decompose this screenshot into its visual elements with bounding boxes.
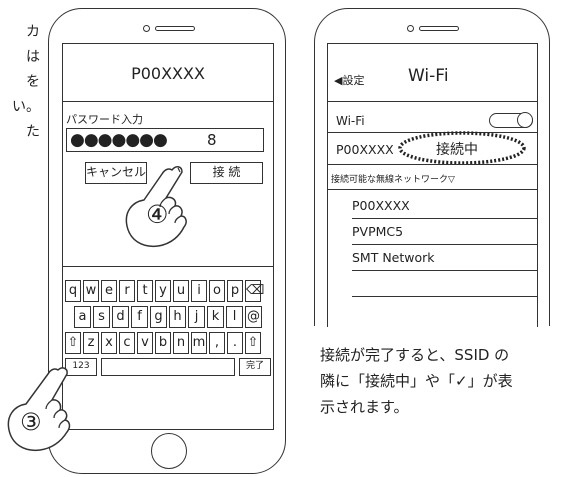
- available-networks-header: 接続可能な無線ネットワーク▽: [331, 175, 455, 185]
- keyboard-key[interactable]: q: [65, 280, 81, 302]
- speaker-bar: [419, 26, 459, 31]
- keyboard-key[interactable]: s: [93, 306, 110, 328]
- instruction-fragment: い。: [12, 99, 40, 115]
- connected-network-ssid: P00XXXX: [336, 142, 394, 157]
- connect-button[interactable]: 接 続: [190, 162, 263, 184]
- connected-status: 接続中: [436, 142, 478, 158]
- keyboard-key[interactable]: m: [191, 332, 207, 354]
- keyboard-key[interactable]: f: [131, 306, 148, 328]
- keyboard-key[interactable]: t: [137, 280, 153, 302]
- password-field[interactable]: ●●●●●●● 8: [66, 128, 264, 152]
- caption: 接続が完了すると、SSID の 隣に「接続中」や「✓」が表 示されます。: [320, 342, 565, 420]
- keyboard-key[interactable]: h: [169, 306, 186, 328]
- keyboard-key[interactable]: ⇧: [245, 332, 261, 354]
- caption-line: 接続が完了すると、SSID の: [320, 346, 510, 364]
- space-key[interactable]: [101, 358, 235, 376]
- password-mask: ●●●●●●●: [70, 130, 168, 150]
- keyboard-divider: [63, 266, 273, 267]
- cancel-button[interactable]: キャンセル: [85, 162, 147, 184]
- header-divider: [328, 101, 537, 102]
- caption-line: 隣に「接続中」や「✓」が表: [320, 372, 513, 390]
- instruction-fragment: カ: [26, 24, 40, 40]
- keyboard-key[interactable]: d: [112, 306, 129, 328]
- instruction-fragment: た: [26, 124, 40, 140]
- keyboard-key[interactable]: k: [207, 306, 224, 328]
- keyboard-key[interactable]: ⇧: [65, 332, 81, 354]
- keyboard-key[interactable]: v: [137, 332, 153, 354]
- tap-hand-step3: [7, 367, 71, 452]
- right-screen: ◀設定 Wi-Fi Wi-Fi P00XXXX 接続中 接続可能な無線ネットワー…: [327, 43, 538, 327]
- speaker: [407, 24, 467, 34]
- keyboard-key[interactable]: a: [74, 306, 91, 328]
- keyboard-key[interactable]: e: [101, 280, 117, 302]
- network-divider: [352, 296, 537, 297]
- network-item-pvpmc5[interactable]: PVPMC5: [352, 224, 404, 239]
- caption-line: 示されます。: [320, 398, 409, 416]
- wifi-label: Wi-Fi: [336, 114, 365, 128]
- wifi-page-title: Wi-Fi: [408, 66, 449, 86]
- keyboard-key[interactable]: u: [173, 280, 189, 302]
- home-button[interactable]: [151, 433, 187, 469]
- step-4-number: ④: [146, 200, 169, 229]
- keyboard-key[interactable]: x: [101, 332, 117, 354]
- instruction-fragment: は: [26, 49, 40, 65]
- keyboard-key[interactable]: z: [83, 332, 99, 354]
- network-item-p00xxxx[interactable]: P00XXXX: [352, 198, 410, 213]
- keyboard-key[interactable]: i: [191, 280, 207, 302]
- password-label: パスワード入力: [66, 113, 143, 126]
- keyboard-key[interactable]: n: [173, 332, 189, 354]
- network-divider: [352, 270, 537, 271]
- instruction-text: カ は を い。 た: [0, 20, 40, 145]
- right-phone: ◀設定 Wi-Fi Wi-Fi P00XXXX 接続中 接続可能な無線ネットワー…: [314, 8, 550, 327]
- keyboard-key[interactable]: ,: [209, 332, 225, 354]
- network-item-smt-network[interactable]: SMT Network: [352, 250, 435, 265]
- wifi-toggle-knob: [517, 112, 533, 128]
- keyboard-key[interactable]: y: [155, 280, 171, 302]
- camera-dot: [407, 25, 414, 32]
- network-divider: [352, 218, 537, 219]
- keyboard-key[interactable]: w: [83, 280, 99, 302]
- instruction-fragment: を: [26, 74, 40, 90]
- password-last-char: 8: [207, 131, 217, 149]
- tap-hand-step4: [125, 166, 187, 248]
- step-3-number: ③: [20, 408, 42, 436]
- speaker-bar: [155, 26, 195, 31]
- numbers-key[interactable]: 123: [65, 358, 97, 376]
- keyboard-key[interactable]: j: [188, 306, 205, 328]
- keyboard-key[interactable]: o: [209, 280, 225, 302]
- camera-dot: [143, 25, 150, 32]
- keyboard-key[interactable]: .: [227, 332, 243, 354]
- network-title: P00XXXX: [131, 64, 205, 83]
- keyboard-key[interactable]: g: [150, 306, 167, 328]
- connected-divider: [328, 164, 537, 165]
- keyboard-key[interactable]: c: [119, 332, 135, 354]
- wifi-toggle[interactable]: [489, 112, 533, 128]
- done-key[interactable]: 完了: [239, 358, 271, 376]
- keyboard-key[interactable]: r: [119, 280, 135, 302]
- keyboard-key[interactable]: @: [245, 306, 262, 328]
- speaker: [143, 24, 203, 34]
- highlight-ellipse: [398, 131, 526, 165]
- network-divider: [352, 244, 537, 245]
- keyboard-key[interactable]: l: [226, 306, 243, 328]
- keyboard-key[interactable]: ⌫: [245, 280, 264, 302]
- title-divider: [63, 101, 273, 102]
- keyboard-key[interactable]: b: [155, 332, 171, 354]
- back-settings-link[interactable]: ◀設定: [334, 74, 365, 87]
- keyboard-key[interactable]: p: [227, 280, 243, 302]
- wifi-divider: [328, 132, 537, 133]
- header-divider-2: [328, 189, 537, 190]
